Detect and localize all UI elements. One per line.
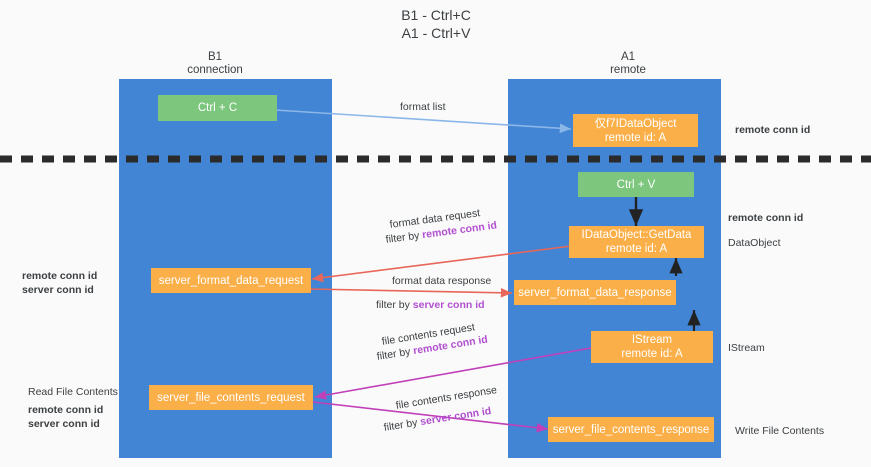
column-header-a1-sub: remote bbox=[610, 64, 646, 76]
node-istream-line1: IStream bbox=[631, 334, 673, 346]
column-header-b1-name: B1 bbox=[207, 51, 223, 63]
node-server-format-data-response[interactable]: server_format_data_response bbox=[514, 280, 676, 305]
node-istream[interactable]: IStream remote id: A bbox=[591, 331, 713, 363]
annotation-dataobject: DataObject bbox=[728, 237, 781, 249]
filter-prefix: filter by bbox=[376, 345, 415, 363]
annotation-write-file-contents: Write File Contents bbox=[735, 425, 825, 437]
column-header-a1-name: A1 bbox=[620, 51, 636, 63]
node-ctrl-c[interactable]: Ctrl + C bbox=[158, 95, 277, 121]
node-server-format-data-request-label: server_format_data_request bbox=[158, 274, 304, 287]
annotation-left-server-conn-id: server conn id bbox=[22, 284, 94, 296]
annotation-read-file-contents: Read File Contents bbox=[28, 386, 118, 398]
annotation-left-bottom-remote-conn-id: remote conn id bbox=[28, 404, 104, 416]
annotation-remote-conn-id-mid: remote conn id bbox=[728, 212, 804, 224]
node-idataobject-remote-line1: 仅f7IDataObject bbox=[594, 117, 677, 130]
annotation-left-bottom-server-conn-id: server conn id bbox=[28, 418, 100, 430]
node-idataobject-remote[interactable]: 仅f7IDataObject remote id: A bbox=[573, 114, 698, 147]
node-idataobject-getdata[interactable]: IDataObject::GetData remote id: A bbox=[569, 226, 704, 258]
annotation-remote-conn-id-top: remote conn id bbox=[735, 124, 811, 136]
node-istream-line2: remote id: A bbox=[621, 348, 683, 360]
filter-prefix: filter by bbox=[383, 416, 422, 434]
filter-prefix: filter by bbox=[376, 299, 413, 311]
filter-key-server-conn-id: server conn id bbox=[419, 405, 493, 429]
node-server-file-contents-response[interactable]: server_file_contents_response bbox=[548, 417, 714, 442]
node-ctrl-c-label: Ctrl + C bbox=[197, 102, 238, 114]
node-server-file-contents-response-label: server_file_contents_response bbox=[552, 423, 710, 436]
annotation-left-remote-conn-id: remote conn id bbox=[22, 270, 98, 282]
node-idataobject-remote-line2: remote id: A bbox=[604, 131, 667, 144]
edge-label-format-data-response-filter: filter by server conn id bbox=[376, 299, 485, 312]
node-ctrl-v-label: Ctrl + V bbox=[616, 178, 656, 191]
node-getdata-line1: IDataObject::GetData bbox=[581, 229, 692, 241]
node-getdata-line2: remote id: A bbox=[605, 243, 668, 255]
edge-label-format-data-response: format data response bbox=[392, 275, 492, 287]
diagram-title-line2: A1 - Ctrl+V bbox=[401, 25, 471, 41]
node-server-file-contents-request[interactable]: server_file_contents_request bbox=[149, 385, 313, 410]
node-server-format-data-request[interactable]: server_format_data_request bbox=[151, 268, 311, 293]
edge-label-format-list: format list bbox=[400, 101, 446, 113]
column-header-b1-sub: connection bbox=[187, 64, 243, 76]
node-ctrl-v[interactable]: Ctrl + V bbox=[578, 172, 694, 197]
node-server-file-contents-request-label: server_file_contents_request bbox=[157, 391, 305, 404]
filter-key-server-conn-id: server conn id bbox=[412, 299, 485, 311]
diagram-title-line1: B1 - Ctrl+C bbox=[401, 7, 471, 23]
node-server-format-data-response-label: server_format_data_response bbox=[518, 286, 672, 299]
annotation-istream: IStream bbox=[728, 342, 765, 354]
